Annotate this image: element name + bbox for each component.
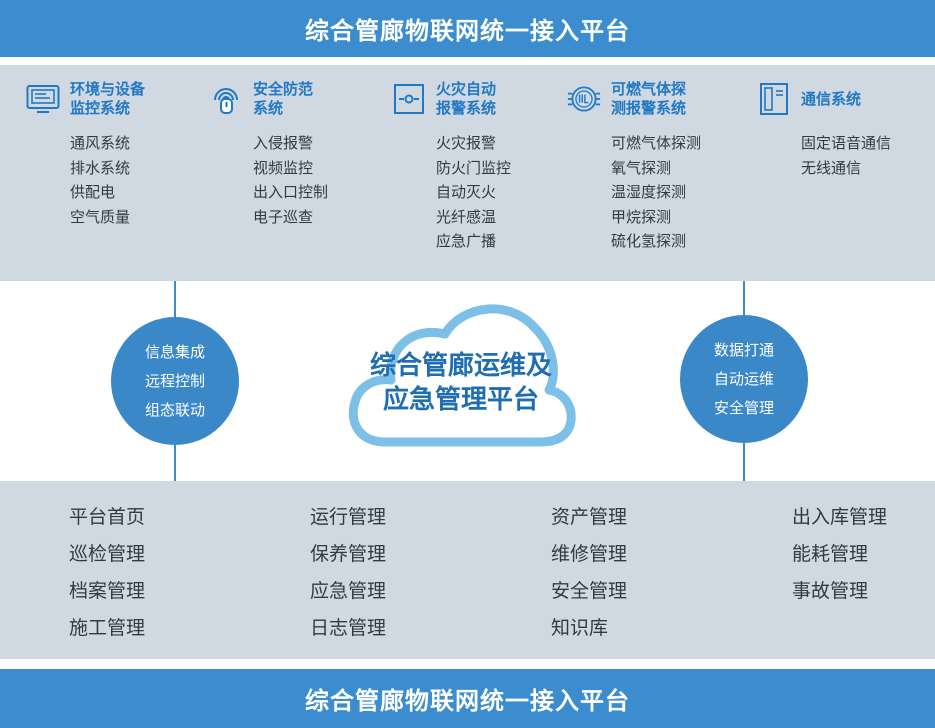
bottom-platform-banner: 综合管廊物联网统一接入平台 bbox=[0, 669, 935, 728]
module-item: 维修管理 bbox=[551, 543, 628, 565]
system-title: 环境与设备 监控系统 bbox=[70, 80, 146, 117]
module-item: 平台首页 bbox=[69, 506, 146, 528]
system-item: 温湿度探测 bbox=[611, 183, 687, 202]
left-connector-lower bbox=[174, 442, 176, 481]
system-item: 自动灭火 bbox=[436, 183, 497, 202]
system-item: 入侵报警 bbox=[253, 134, 314, 152]
system-gas-detection: 可燃气体探 测报警系统 可燃气体探测 氧气探测 温湿度探测 甲烷探测 硫化氢探测 bbox=[567, 79, 747, 254]
module-item: 运行管理 bbox=[310, 506, 387, 528]
center-platform-title-line2: 应急管理平台 bbox=[382, 385, 539, 415]
system-item: 光纤感温 bbox=[436, 207, 497, 226]
fingerprint-touch-icon bbox=[209, 82, 243, 116]
system-item: 防火门监控 bbox=[436, 158, 512, 177]
modules-column: 运行管理 保养管理 应急管理 日志管理 bbox=[310, 499, 386, 647]
fire-detector-icon bbox=[392, 82, 426, 116]
capability-item: 自动运维 bbox=[713, 369, 774, 388]
gas-sensor-icon bbox=[567, 82, 601, 116]
system-item: 供配电 bbox=[70, 183, 116, 202]
system-item: 甲烷探测 bbox=[611, 207, 672, 226]
module-item: 知识库 bbox=[551, 617, 609, 639]
module-item: 日志管理 bbox=[310, 617, 387, 639]
system-item: 固定语音通信 bbox=[801, 134, 892, 152]
system-item: 空气质量 bbox=[70, 207, 131, 226]
telephone-panel-icon bbox=[757, 82, 791, 116]
system-item: 火灾报警 bbox=[436, 134, 497, 152]
left-connector-upper bbox=[174, 281, 176, 320]
capability-item: 安全管理 bbox=[713, 398, 774, 417]
system-title: 火灾自动 报警系统 bbox=[436, 80, 497, 117]
system-item: 可燃气体探测 bbox=[611, 134, 702, 152]
system-fire-alarm: 火灾自动 报警系统 火灾报警 防火门监控 自动灭火 光纤感温 应急广播 bbox=[392, 79, 572, 254]
modules-column: 平台首页 巡检管理 档案管理 施工管理 bbox=[69, 499, 145, 647]
bottom-banner-title: 综合管廊物联网统一接入平台 bbox=[305, 687, 630, 715]
cloud-icon bbox=[348, 304, 576, 447]
module-item: 资产管理 bbox=[551, 506, 628, 528]
system-item: 排水系统 bbox=[70, 158, 131, 177]
system-item: 应急广播 bbox=[436, 232, 497, 251]
system-security-protection: 安全防范 系统 入侵报警 视频监控 出入口控制 电子巡查 bbox=[209, 79, 389, 229]
system-item: 硫化氢探测 bbox=[611, 232, 687, 251]
right-connector-lower bbox=[743, 440, 745, 481]
module-item: 应急管理 bbox=[310, 580, 387, 602]
modules-column: 出入库管理 能耗管理 事故管理 bbox=[792, 499, 887, 610]
subsystems-panel: 环境与设备 监控系统 通风系统 排水系统 供配电 空气质量 安全 bbox=[0, 65, 935, 281]
system-item: 电子巡查 bbox=[253, 207, 314, 226]
capability-item: 组态联动 bbox=[144, 400, 205, 419]
module-item: 能耗管理 bbox=[792, 543, 869, 565]
monitor-panel-icon bbox=[26, 82, 60, 116]
module-item: 巡检管理 bbox=[69, 543, 146, 565]
module-item: 事故管理 bbox=[792, 580, 869, 602]
capability-item: 数据打通 bbox=[713, 340, 774, 359]
module-item: 出入库管理 bbox=[792, 506, 888, 528]
system-title: 通信系统 bbox=[801, 89, 862, 108]
system-item: 氧气探测 bbox=[611, 158, 672, 177]
system-item: 视频监控 bbox=[253, 158, 314, 177]
system-title: 安全防范 系统 bbox=[253, 80, 314, 117]
system-item: 出入口控制 bbox=[253, 183, 329, 202]
left-capability-circle: 信息集成 远程控制 组态联动 bbox=[111, 317, 239, 445]
capability-item: 远程控制 bbox=[144, 371, 205, 390]
system-item: 通风系统 bbox=[70, 134, 131, 152]
module-item: 保养管理 bbox=[310, 543, 387, 565]
management-modules-panel: 平台首页 巡检管理 档案管理 施工管理 运行管理 保养管理 应急管理 日志管理 … bbox=[0, 481, 935, 659]
module-item: 档案管理 bbox=[69, 580, 146, 602]
top-platform-banner: 综合管廊物联网统一接入平台 bbox=[0, 0, 935, 57]
module-item: 施工管理 bbox=[69, 617, 146, 639]
center-platform-title-line1: 综合管廊运维及 bbox=[369, 351, 552, 381]
module-item: 安全管理 bbox=[551, 580, 628, 602]
system-item: 无线通信 bbox=[801, 158, 862, 177]
system-communication: 通信系统 固定语音通信 无线通信 bbox=[757, 79, 935, 180]
modules-column: 资产管理 维修管理 安全管理 知识库 bbox=[551, 499, 627, 647]
capability-item: 信息集成 bbox=[144, 342, 205, 361]
right-capability-circle: 数据打通 自动运维 安全管理 bbox=[680, 315, 808, 443]
system-title: 可燃气体探 测报警系统 bbox=[611, 80, 687, 117]
system-environment-monitoring: 环境与设备 监控系统 通风系统 排水系统 供配电 空气质量 bbox=[26, 79, 206, 229]
right-connector-upper bbox=[743, 281, 745, 318]
top-banner-title: 综合管廊物联网统一接入平台 bbox=[305, 17, 630, 45]
